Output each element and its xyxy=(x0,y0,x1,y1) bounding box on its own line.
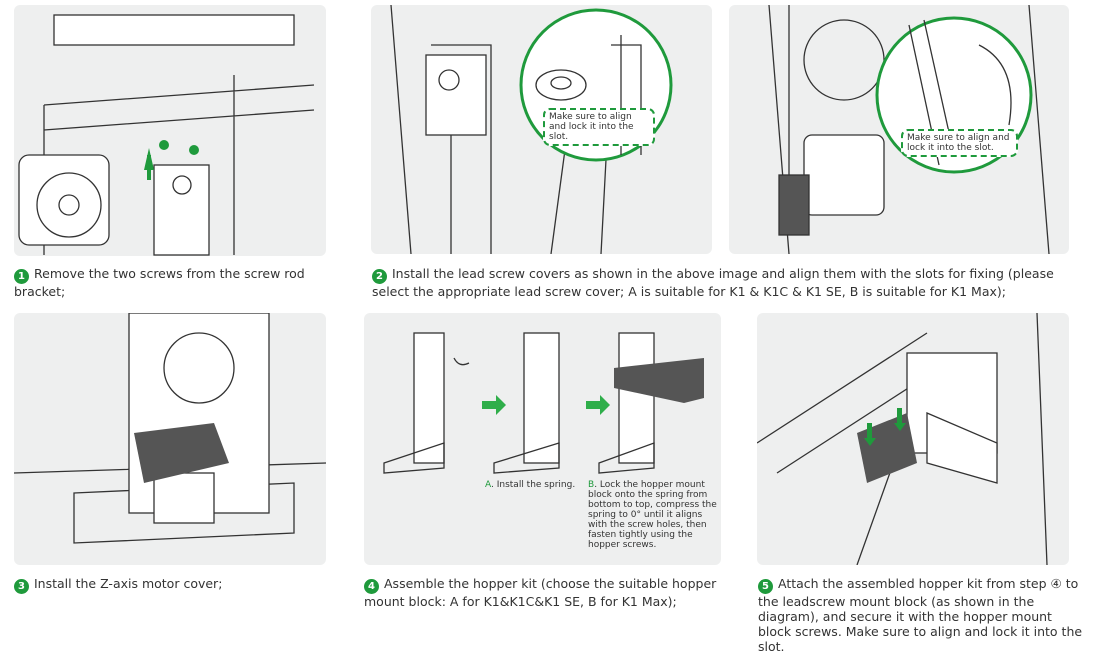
substep-a: A. Install the spring. xyxy=(485,480,576,490)
callout-align-b: Make sure to align and lock it into the … xyxy=(901,129,1018,157)
image-lead-screw-cover-b: Make sure to align and lock it into the … xyxy=(729,5,1069,254)
callout-align-a: Make sure to align and lock it into the … xyxy=(543,108,655,146)
step-number-badge: 3 xyxy=(14,579,29,594)
image-motor-cover xyxy=(14,313,326,565)
image-attach-hopper xyxy=(757,313,1069,565)
step-number-badge: 5 xyxy=(758,579,773,594)
step-number-badge: 1 xyxy=(14,269,29,284)
image-lead-screw-cover-a: Make sure to align and lock it into the … xyxy=(371,5,712,254)
image-remove-screws xyxy=(14,5,326,256)
step-number-badge: 4 xyxy=(364,579,379,594)
substep-b: B. Lock the hopper mount block onto the … xyxy=(588,480,717,550)
image-hopper-kit: A. Install the spring. B. Lock the hoppe… xyxy=(364,313,721,565)
step-number-badge: 2 xyxy=(372,269,387,284)
